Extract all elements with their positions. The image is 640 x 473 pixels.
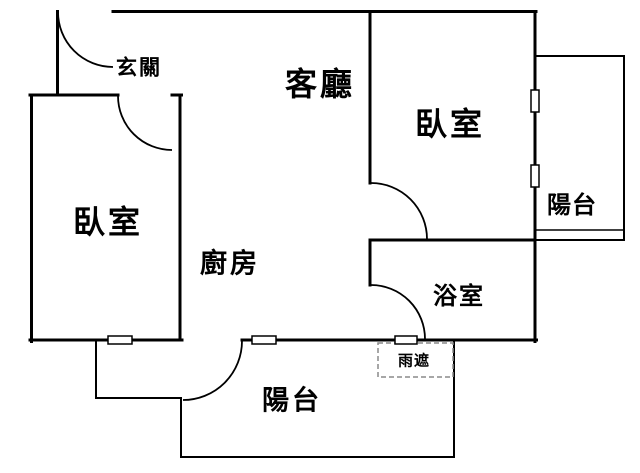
door-arc-entrance: [57, 11, 114, 68]
door-arc-balcony-bottom: [182, 340, 243, 401]
balcony-right-outline: [535, 55, 625, 241]
room-label-balcony-right: 陽台: [547, 191, 597, 219]
door-arc-bathroom: [370, 284, 426, 340]
door-arc-bedroom-right: [370, 182, 428, 240]
room-label-bathroom: 浴室: [433, 282, 485, 310]
room-label-rain-shield: 雨遮: [397, 351, 431, 370]
room-label-kitchen: 廚房: [200, 248, 260, 280]
window-marker: [394, 335, 418, 345]
room-label-balcony-bottom: 陽台: [262, 385, 322, 417]
room-label-living-room: 客廳: [284, 65, 356, 103]
balcony-bottom-outline: [95, 340, 455, 458]
room-label-bedroom-right: 臥室: [414, 105, 486, 143]
door-arc-bedroom-left: [117, 95, 173, 151]
window-marker: [530, 89, 540, 113]
rain-shield-outline: [377, 342, 454, 378]
window-marker: [530, 164, 540, 188]
room-label-entrance: 玄關: [116, 55, 162, 80]
window-marker: [251, 335, 277, 345]
window-marker: [107, 335, 133, 345]
room-label-bedroom-left: 臥室: [72, 203, 144, 241]
